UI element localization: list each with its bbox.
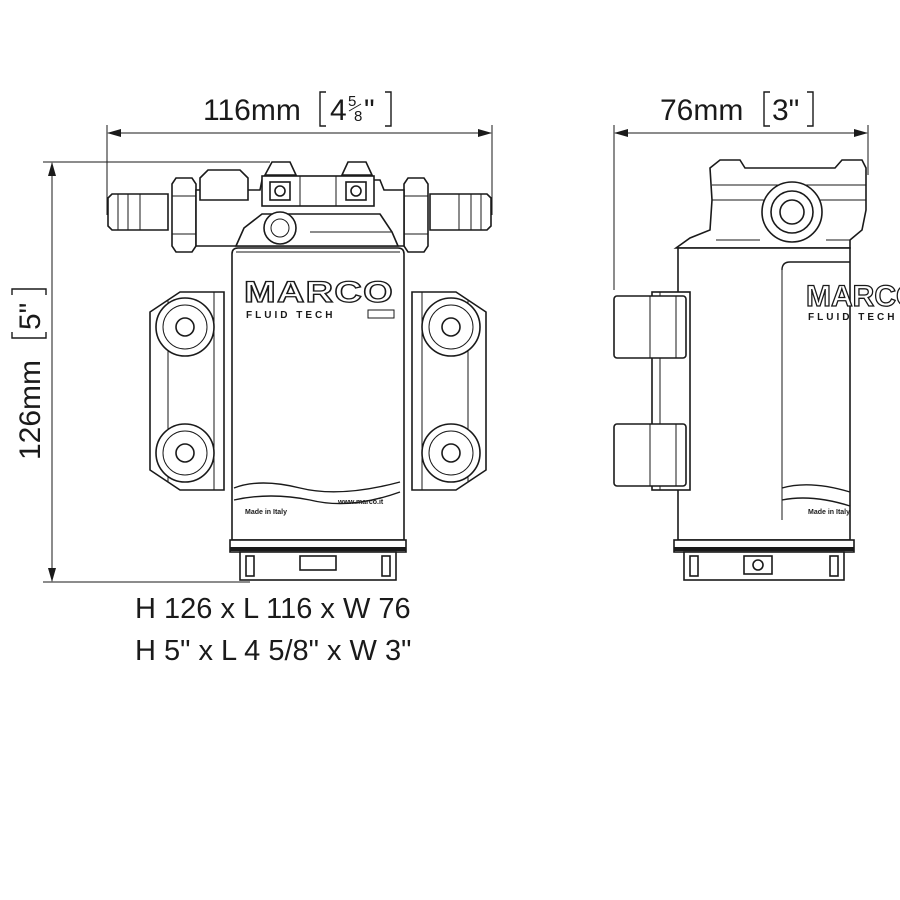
length-dimension: 116mm 4 5 8 " [106, 91, 493, 215]
width-imperial-label: 3" [772, 94, 799, 127]
side-motor-housing [677, 247, 851, 541]
height-imperial-label: 5" [14, 303, 47, 330]
pump-side-view: MARCO FLUID TECH Made in Italy [613, 159, 900, 581]
side-brand-subtitle: FLUID TECH [808, 312, 897, 323]
motor-housing [231, 247, 405, 541]
website-label: www.marco.it [337, 499, 384, 506]
side-origin-label: Made in Italy [808, 509, 850, 516]
bracket-close [385, 91, 392, 127]
outlet-hose-barb [429, 193, 492, 231]
summary-metric-line: H 126 x L 116 x W 76 [135, 593, 411, 625]
pump-front-view: MARCO FLUID TECH Made in Italy www.marco… [107, 161, 492, 581]
height-dimension: 126mm 5" [11, 161, 270, 583]
length-metric-label: 116mm [203, 94, 301, 127]
side-brand-logo: MARCO [806, 280, 900, 313]
bypass-valve-knob [263, 211, 297, 245]
width-metric-label: 76mm [660, 94, 743, 127]
brand-logo: MARCO [244, 276, 394, 309]
length-imperial-mark: " [364, 94, 375, 127]
brand-subtitle: FLUID TECH [246, 310, 335, 321]
length-imperial-numerator: 5 [348, 93, 356, 110]
inlet-hex-nut [171, 177, 197, 253]
width-dimension: 76mm 3" [613, 91, 869, 290]
origin-label: Made in Italy [245, 509, 287, 516]
bracket-open [319, 91, 326, 127]
outlet-hex-nut [403, 177, 429, 253]
inlet-hose-barb [107, 193, 169, 231]
height-metric-label: 126mm [14, 360, 47, 460]
summary-imperial-line: H 5" x L 4 5/8" x W 3" [135, 635, 411, 667]
length-imperial-whole: 4 [330, 94, 347, 127]
length-imperial-denominator: 8 [354, 108, 362, 125]
